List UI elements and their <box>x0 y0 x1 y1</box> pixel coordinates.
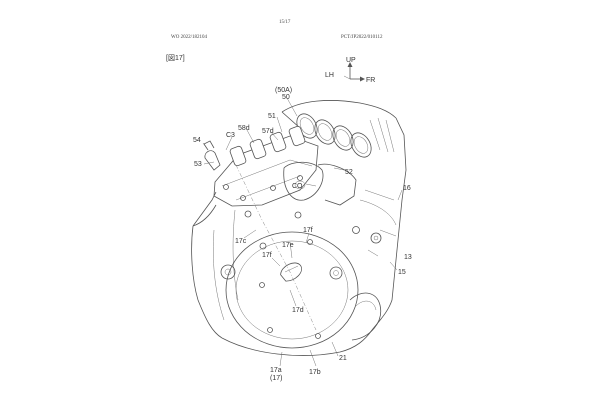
reference-labels: (50A) 50 51 58d 57d 54 C3 53 CO 52 16 13… <box>193 87 412 382</box>
ref-17c: 17c <box>235 238 247 245</box>
ref-c3: C3 <box>226 132 235 139</box>
publication-number: WO 2022/182104 <box>171 35 207 40</box>
ref-17e: 17e <box>282 242 294 249</box>
ref-50a: (50A) <box>275 87 292 94</box>
application-number: PCT/JP2022/010112 <box>341 35 383 40</box>
page-number: 15/17 <box>279 20 291 25</box>
ref-17f-upper: 17f <box>303 227 313 234</box>
ref-57d: 57d <box>262 128 274 135</box>
intake-ducts <box>281 100 407 201</box>
ref-17a: 17a <box>270 367 282 374</box>
ref-58d: 58d <box>238 125 250 132</box>
ref-17b: 17b <box>309 369 321 376</box>
axis-up-label: UP <box>346 57 356 64</box>
ref-17f-lower: 17f <box>262 252 272 259</box>
crankcase-cover <box>225 231 382 349</box>
ref-17-paren: (17) <box>270 375 282 382</box>
ref-51: 51 <box>268 113 276 120</box>
ref-53: 53 <box>194 161 202 168</box>
orientation-indicator: UP LH FR <box>325 57 375 84</box>
ref-co: CO <box>292 183 303 190</box>
ref-17d: 17d <box>292 307 304 314</box>
ref-15: 15 <box>398 269 406 276</box>
ref-13: 13 <box>404 254 412 261</box>
leader-lines <box>202 97 403 367</box>
ref-21: 21 <box>339 355 347 362</box>
ref-50: 50 <box>282 94 290 101</box>
injector-rail <box>203 125 357 207</box>
figure-label: [図17] <box>166 54 185 62</box>
axis-lh-label: LH <box>325 72 334 79</box>
ref-54: 54 <box>193 137 201 144</box>
center-line <box>235 164 317 331</box>
ref-52: 52 <box>345 169 353 176</box>
axis-fr-label: FR <box>366 77 375 84</box>
ref-16: 16 <box>403 185 411 192</box>
